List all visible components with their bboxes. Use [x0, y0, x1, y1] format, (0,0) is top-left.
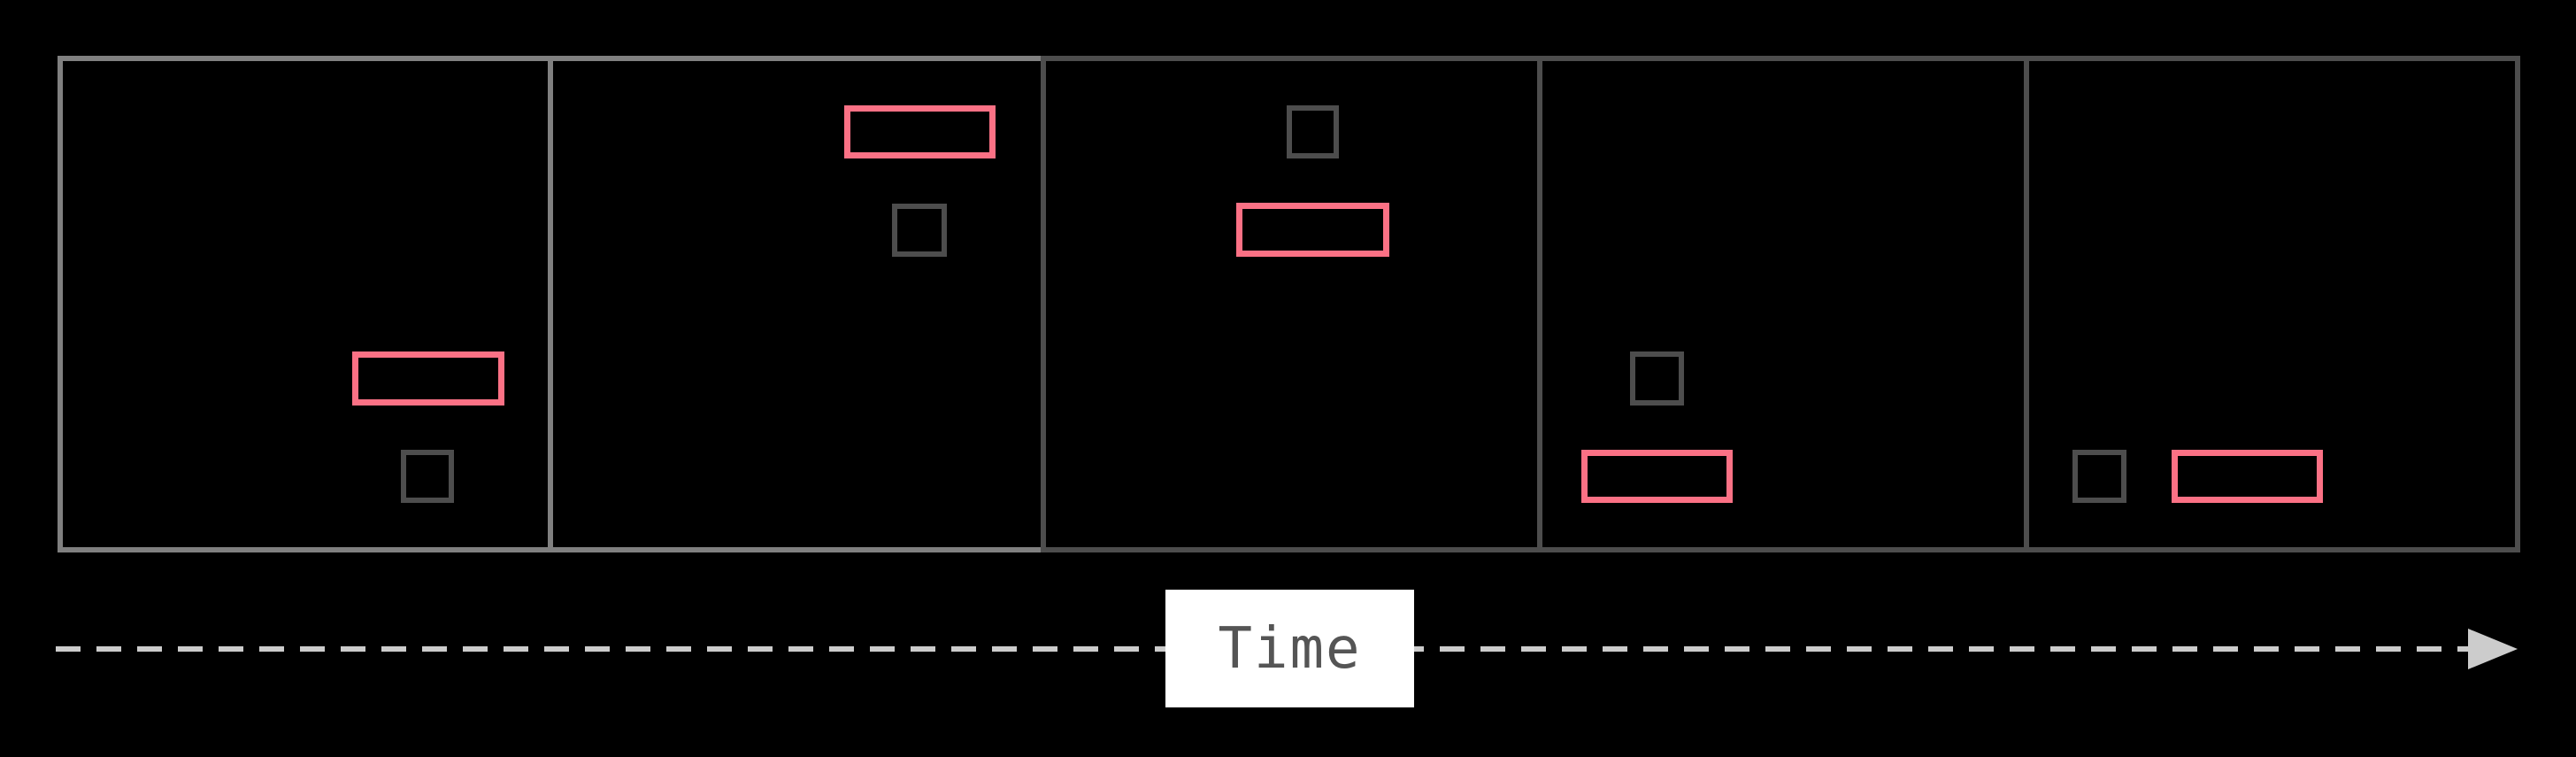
pink-box: [1236, 203, 1389, 257]
gray-box: [1287, 105, 1339, 158]
frame-2: [548, 56, 1046, 552]
gray-box: [2072, 450, 2126, 503]
frame-4: [1537, 56, 2029, 552]
time-axis-label-text: Time: [1218, 615, 1362, 682]
pink-box: [1581, 450, 1733, 503]
frame-1: [58, 56, 553, 552]
pink-box: [352, 351, 504, 406]
gray-box: [1630, 351, 1684, 406]
frame-5: [2024, 56, 2520, 552]
gray-box: [892, 204, 947, 257]
frame-3: [1041, 56, 1542, 552]
pink-box: [844, 105, 996, 158]
time-axis-label: Time: [1165, 590, 1414, 707]
gray-box: [401, 450, 454, 503]
time-axis-arrowhead-icon: [2468, 629, 2518, 669]
pink-box: [2172, 450, 2323, 503]
